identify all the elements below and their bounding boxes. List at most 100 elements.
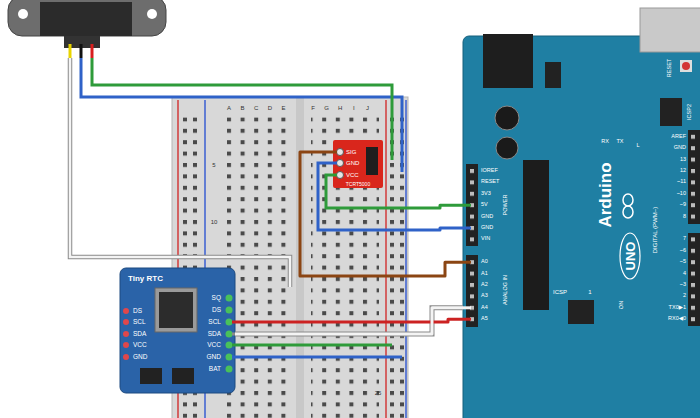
pin-label: DS <box>212 307 221 314</box>
jumper-wire <box>408 228 463 230</box>
pin-label: RX0◀0 <box>668 316 686 322</box>
pin-pad <box>123 319 129 325</box>
icsp-header <box>568 300 594 324</box>
pin-label: SCL <box>133 319 146 326</box>
icsp-header <box>660 98 682 126</box>
pin-pad <box>123 308 129 314</box>
power-rail-line <box>385 100 387 418</box>
pin-label: 3V3 <box>481 191 491 197</box>
pin-pad <box>226 331 233 338</box>
button-label: RESET <box>667 59 673 77</box>
breadboard-holes <box>227 117 295 418</box>
ir-sensor-lens <box>40 2 132 36</box>
pin-label: A5 <box>481 316 488 322</box>
sensor-module-board <box>333 140 383 188</box>
reset-button <box>680 60 692 72</box>
digital-header <box>688 130 700 224</box>
signal-wire <box>232 333 235 336</box>
pin-label: GND <box>207 354 221 361</box>
rtc-board <box>120 268 235 393</box>
pin-pad <box>226 295 233 302</box>
pin-label: 5V <box>481 202 488 208</box>
pin-pads <box>123 308 129 360</box>
pin-label: SQ <box>212 295 221 302</box>
microcontroller-chip <box>523 160 549 310</box>
brand-name: Arduino <box>597 162 614 227</box>
column-letter: E <box>281 105 285 111</box>
row-number: 10 <box>211 219 218 225</box>
pin-label: SCL <box>208 319 221 326</box>
pin-label: A2 <box>481 282 488 288</box>
breadboard: ABCDEFGHIJ51025SIGGNDVCCTCRT5000 <box>172 97 408 418</box>
part-number: TCRT5000 <box>346 182 370 187</box>
pin-label: ~5 <box>680 259 686 265</box>
led-label: ON <box>619 301 625 309</box>
sensor-lead <box>80 44 83 58</box>
pin-number: 1 <box>588 289 591 295</box>
signal-wire <box>463 261 471 264</box>
pin-label: SDA <box>208 331 221 338</box>
signal-wire <box>232 321 235 324</box>
pin-pad <box>337 172 344 179</box>
signal-wire <box>70 58 290 287</box>
digital-header <box>688 233 700 326</box>
pin-label: AREF <box>671 134 686 140</box>
pin-pad <box>337 160 344 167</box>
arduino-board-body <box>463 36 700 418</box>
pin-label: 7 <box>683 237 686 243</box>
logo <box>623 206 633 218</box>
pin-label: A0 <box>481 259 488 265</box>
pin-label: GND <box>481 214 493 220</box>
pin-label: GND <box>346 160 359 166</box>
header-label: ICSP <box>553 289 567 295</box>
pin-label: A3 <box>481 294 488 300</box>
pin-pad <box>226 307 233 314</box>
header-label: ICSP2 <box>687 104 693 120</box>
pin-label: 8 <box>683 214 686 220</box>
arduino-board: RESETICSP2TXRXLAREFGND1312~11~10~987~6~5… <box>463 36 700 418</box>
header-pins <box>688 233 700 326</box>
pin-label: SIG <box>346 149 356 155</box>
power-wire <box>326 175 408 208</box>
logo <box>623 194 633 206</box>
column-letter: J <box>366 105 369 111</box>
model-name: UNO <box>624 242 637 271</box>
pin-label: IOREF <box>481 168 498 174</box>
line-sensor-module: SIGGNDVCCTCRT5000 <box>333 140 383 189</box>
column-letter: H <box>338 105 342 111</box>
column-letter: F <box>311 105 315 111</box>
signal-wire <box>463 306 471 309</box>
power-jack <box>483 34 533 88</box>
pin-pad <box>226 366 233 373</box>
mount-hole <box>147 9 157 19</box>
pin-label: DS <box>133 308 142 315</box>
column-letter: G <box>324 105 329 111</box>
mount-hole <box>18 9 28 19</box>
pin-pads <box>226 295 233 373</box>
sensor-lead <box>91 44 94 58</box>
capacitor <box>495 106 519 130</box>
reset-button <box>682 62 690 70</box>
pin-label: 4 <box>683 271 686 277</box>
header-pins <box>688 130 700 224</box>
pin-label: TX0▶1 <box>669 305 686 311</box>
ground-wire <box>232 356 402 359</box>
led-label: L <box>636 143 639 149</box>
wire-outline <box>235 308 463 334</box>
capacitor <box>496 137 518 159</box>
battery-holder <box>155 288 197 332</box>
pin-label: ~10 <box>677 191 686 197</box>
pin-label: ~9 <box>680 202 686 208</box>
battery <box>159 292 193 328</box>
pin-pad <box>123 354 129 360</box>
column-letter: C <box>254 105 258 111</box>
pin-label: A1 <box>481 271 488 277</box>
pin-label: 13 <box>680 157 686 163</box>
ir-sensor-body <box>8 0 166 36</box>
pin-pad <box>226 354 233 361</box>
header-pins <box>466 255 478 327</box>
power-wire <box>232 344 392 347</box>
row-number: 5 <box>212 162 215 168</box>
